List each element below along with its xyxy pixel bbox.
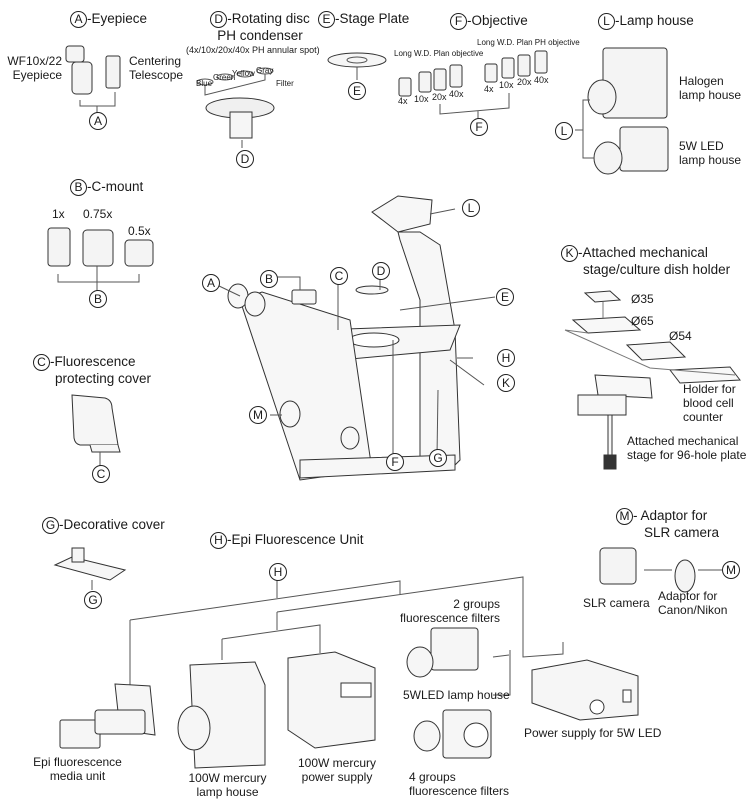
callout-badge-a: A	[70, 11, 87, 28]
c-mount-drawing	[47, 227, 154, 267]
main-callout-d: D	[372, 262, 390, 280]
callout-e-stage-plate: E	[348, 82, 366, 100]
epi-devices-drawing	[59, 627, 639, 769]
filter-gray: Gray	[256, 66, 274, 75]
filter-label: Filter	[276, 79, 294, 88]
obj1-10x: 10x	[414, 94, 429, 104]
objective-group2-label: Long W.D. Plan PH objective	[477, 38, 580, 47]
callout-m-adaptor: M	[722, 561, 740, 579]
filter-green: Green	[213, 73, 236, 82]
obj1-20x: 20x	[432, 92, 447, 102]
callout-d-condenser: D	[236, 150, 254, 168]
led-power-supply-label: Power supply for 5W LED	[524, 726, 662, 740]
callout-c-cover: C	[92, 465, 110, 483]
main-callout-b: B	[260, 270, 278, 288]
dish-65: Ø65	[631, 314, 654, 328]
callout-badge-b: B	[70, 179, 87, 196]
callout-badge-e: E	[318, 11, 335, 28]
callout-a-eyepiece: A	[89, 112, 107, 130]
callout-h-epi: H	[269, 563, 287, 581]
stage-holder-drawing	[571, 290, 741, 470]
callout-badge-l: L	[598, 13, 615, 30]
main-callout-f: F	[386, 453, 404, 471]
filter-blue: Blue	[196, 79, 213, 88]
condenser-title: D-Rotating disc PH condenser	[200, 11, 320, 44]
slr-drawing	[599, 547, 696, 593]
led-lamp-house-label: 5WLED lamp house	[403, 688, 510, 702]
c-mount-05x: 0.5x	[128, 224, 151, 238]
callout-badge-m: M	[616, 508, 633, 525]
main-callout-g: G	[429, 449, 447, 467]
main-callout-m: M	[249, 406, 267, 424]
obj2-10x: 10x	[499, 80, 514, 90]
callout-badge-d: D	[210, 11, 228, 28]
objectives-drawing	[398, 50, 548, 97]
c-mount-title: B-C-mount	[70, 179, 143, 196]
obj1-4x: 4x	[398, 96, 408, 106]
obj2-40x: 40x	[534, 75, 549, 85]
decorative-cover-title: G-Decorative cover	[42, 517, 165, 534]
main-callout-a: A	[202, 274, 220, 292]
obj1-40x: 40x	[449, 89, 464, 99]
callout-badge-c: C	[33, 354, 50, 371]
stage-plate-title: E-Stage Plate	[318, 11, 409, 28]
callout-f-objective: F	[470, 118, 488, 136]
condenser-subtitle: (4x/10x/20x/40x PH annular spot)	[186, 45, 320, 55]
stage-plate-drawing	[327, 52, 387, 80]
main-callout-k: K	[497, 374, 515, 392]
cover-title: C-Fluorescence protecting cover	[33, 354, 151, 387]
cover-drawing	[71, 394, 121, 453]
callout-l-lamp-house: L	[555, 122, 573, 140]
c-mount-075x: 0.75x	[83, 207, 113, 221]
objective-group1-label: Long W.D. Plan objective	[394, 49, 484, 58]
microscope-drawing	[227, 195, 461, 481]
obj2-4x: 4x	[484, 84, 494, 94]
stage-holder-title: K-Attached mechanical stage/culture dish…	[561, 245, 730, 278]
main-callout-c: C	[330, 267, 348, 285]
eyepiece-title: A-Eyepiece	[70, 11, 147, 28]
c-mount-1x: 1x	[52, 207, 65, 221]
condenser-drawing	[196, 67, 275, 148]
dish-54: Ø54	[669, 329, 692, 343]
eyepiece-drawing	[65, 45, 121, 114]
objective-title: F-Objective	[450, 13, 528, 30]
callout-badge-g: G	[42, 517, 59, 534]
main-callout-e: E	[496, 288, 514, 306]
callout-badge-h: H	[210, 532, 227, 549]
slr-adaptor-title: M- Adaptor for SLR camera	[616, 508, 719, 541]
lamp-house-drawing	[587, 47, 669, 175]
callout-b-c-mount: B	[89, 290, 107, 308]
main-callout-h: H	[497, 349, 515, 367]
main-callout-l: L	[462, 199, 480, 217]
filter-yellow: Yellow	[232, 69, 255, 78]
dish-35: Ø35	[631, 292, 654, 306]
slr-camera-label: SLR camera	[583, 596, 650, 610]
obj2-20x: 20x	[517, 77, 532, 87]
callout-g-cover: G	[84, 591, 102, 609]
lamp-house-title: L-Lamp house	[598, 13, 694, 30]
decorative-cover-drawing	[53, 547, 127, 581]
callout-badge-k: K	[561, 245, 578, 262]
callout-badge-f: F	[450, 13, 467, 30]
epi-unit-title: H-Epi Fluorescence Unit	[210, 532, 364, 549]
